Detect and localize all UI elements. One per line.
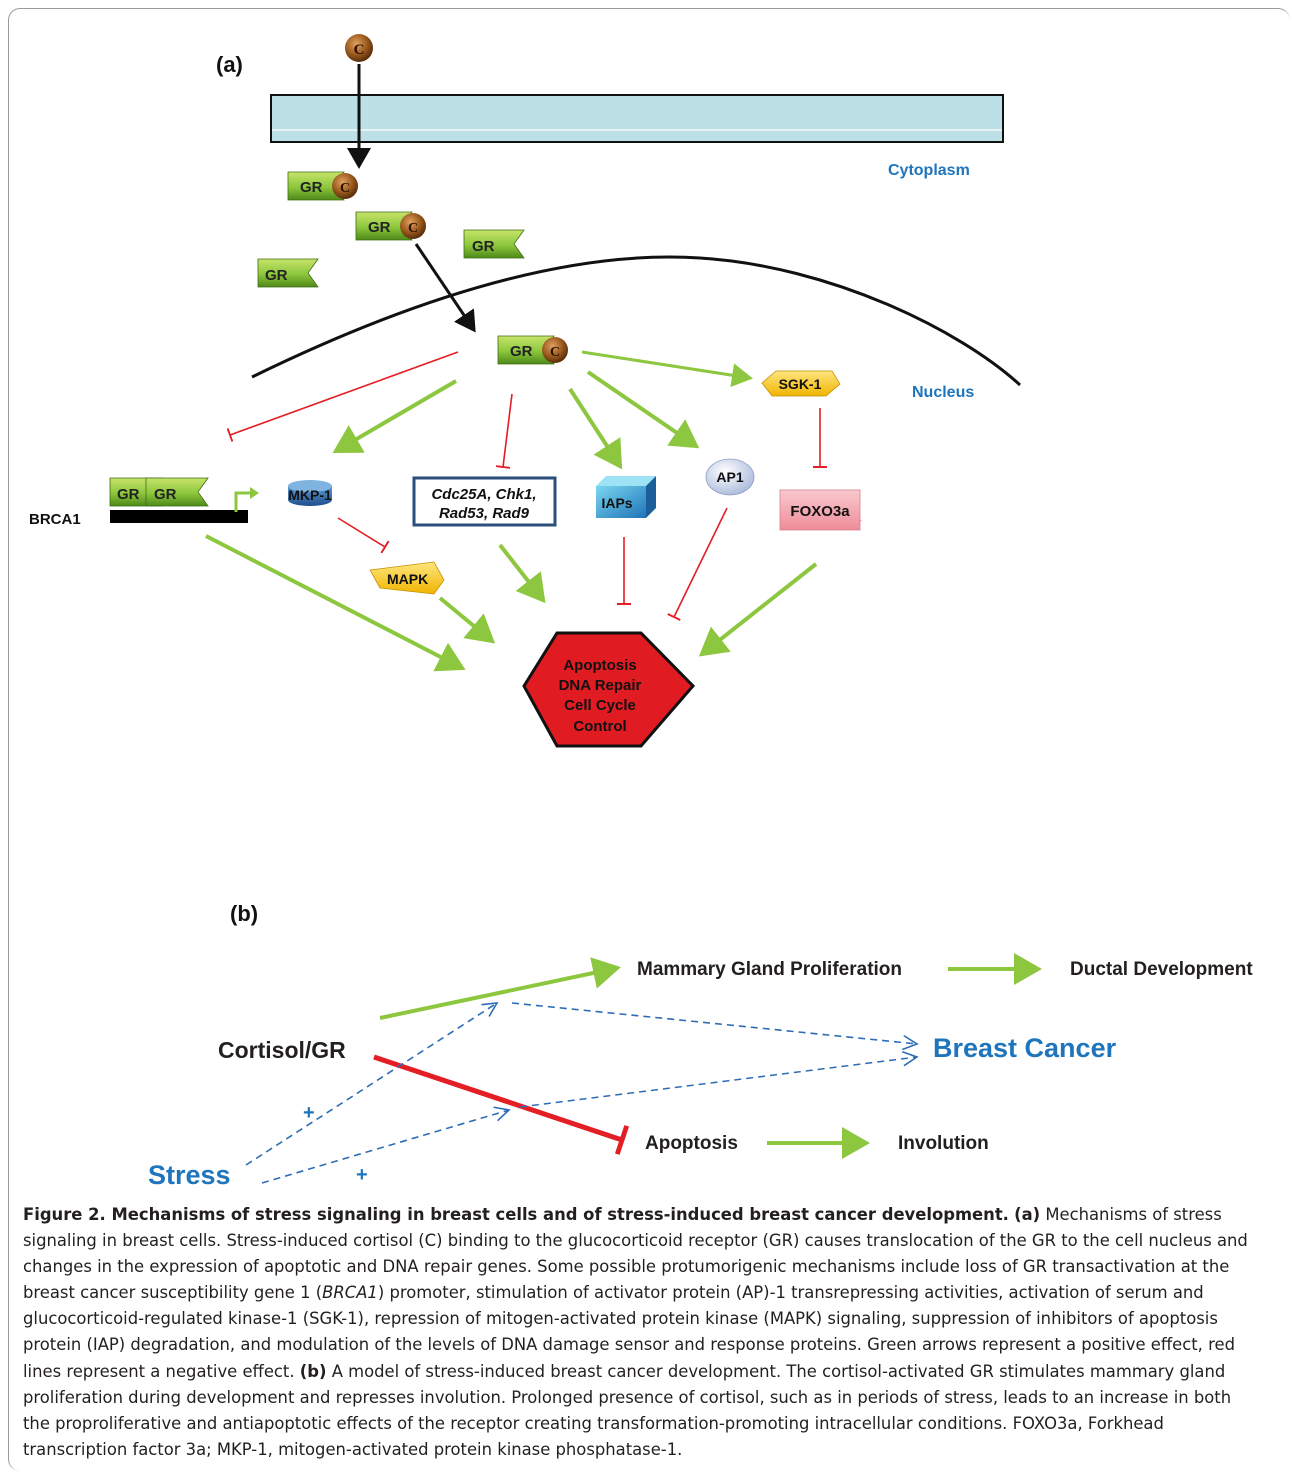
activate-foxo3a-outcome xyxy=(698,562,818,657)
svg-text:GR: GR xyxy=(154,486,177,503)
sgk1-node: SGK-1 xyxy=(761,370,841,397)
activate-mapk-outcome xyxy=(438,596,496,644)
panel-a-label: (a) xyxy=(216,52,243,77)
inhibit-ap1-outcome xyxy=(667,507,728,621)
caption-b-text: A model of stress-induced breast cancer … xyxy=(23,1361,1232,1459)
svg-text:C: C xyxy=(408,221,418,236)
inhibit-gr-brca1 xyxy=(226,351,459,442)
svg-text:MAPK: MAPK xyxy=(387,571,428,587)
svg-text:GR: GR xyxy=(510,343,533,360)
nuclear-envelope xyxy=(251,255,1022,387)
gr-cortisol-complex-nucleus: GR C xyxy=(497,335,568,365)
svg-text:Cdc25A, Chk1,: Cdc25A, Chk1, xyxy=(431,486,536,503)
figure-caption: Figure 2. Mechanisms of stress signaling… xyxy=(23,1202,1253,1463)
gr-cortisol-complex-1: GR C xyxy=(287,171,358,201)
plus-sign-lower: + xyxy=(356,1164,368,1186)
cellular-outcome-hexagon: Apoptosis DNA Repair Cell Cycle Control xyxy=(522,631,696,748)
free-gr-receptor-1: GR xyxy=(463,229,525,259)
caption-a-text-2: ) promoter, stimulation of activator pro… xyxy=(23,1283,1235,1381)
svg-text:Control: Control xyxy=(573,718,626,735)
mammary-proliferation-label: Mammary Gland Proliferation xyxy=(637,959,902,980)
ap1-node: AP1 xyxy=(705,458,755,496)
svg-text:C: C xyxy=(340,181,350,196)
svg-text:GR: GR xyxy=(368,219,391,236)
iaps-node: IAPs xyxy=(596,476,656,518)
caption-a-label: (a) xyxy=(1014,1205,1041,1224)
svg-text:GR: GR xyxy=(117,486,140,503)
svg-text:MKP-1: MKP-1 xyxy=(288,487,332,503)
svg-text:GR: GR xyxy=(300,179,323,196)
inhibit-mkp1-mapk xyxy=(337,517,390,554)
mapk-node: MAPK xyxy=(369,561,445,595)
stress-label: Stress xyxy=(148,1160,231,1190)
activate-brca1-outcome xyxy=(205,534,466,672)
svg-text:AP1: AP1 xyxy=(716,469,743,485)
dashed-stress-apoptosis xyxy=(261,1106,511,1184)
activate-dnadamage-outcome xyxy=(498,543,546,604)
svg-text:Cell Cycle: Cell Cycle xyxy=(564,697,636,714)
gr-cortisol-complex-2: GR C xyxy=(355,211,426,241)
caption-a-text-1: Mechanisms of stress signaling in breast… xyxy=(23,1205,1248,1303)
involution-label: Involution xyxy=(898,1133,989,1154)
free-gr-receptor-2: GR xyxy=(257,258,319,288)
activate-gr-sgk1 xyxy=(581,350,753,388)
cell-membrane xyxy=(270,94,1004,143)
inhibit-gr-apoptosis xyxy=(373,1054,630,1156)
svg-text:Apoptosis: Apoptosis xyxy=(563,657,636,674)
ductal-development-label: Ductal Development xyxy=(1070,959,1253,980)
dashed-stress-mammary xyxy=(245,1002,499,1166)
svg-text:FOXO3a: FOXO3a xyxy=(790,503,850,520)
inhibit-gr-dna-damage xyxy=(495,393,513,469)
caption-a-italic: BRCA1 xyxy=(322,1283,378,1303)
translocation-arrow-nucleus xyxy=(414,243,476,333)
activate-gr-ap1 xyxy=(586,370,700,449)
nucleus-label: Nucleus xyxy=(912,384,974,401)
svg-text:GR: GR xyxy=(265,267,288,284)
svg-text:Rad53, Rad9: Rad53, Rad9 xyxy=(439,505,530,522)
dashed-apoptosis-cancer xyxy=(519,1051,919,1108)
arrow-gr-mammary xyxy=(379,957,621,1020)
caption-title: Figure 2. Mechanisms of stress signaling… xyxy=(23,1205,1009,1224)
svg-text:IAPs: IAPs xyxy=(601,495,632,511)
svg-text:SGK-1: SGK-1 xyxy=(779,376,822,392)
plus-sign-upper: + xyxy=(303,1102,315,1124)
brca1-label: BRCA1 xyxy=(29,511,81,528)
svg-text:C: C xyxy=(354,42,365,58)
dna-damage-genes-box: Cdc25A, Chk1, Rad53, Rad9 xyxy=(412,476,557,527)
brca1-promoter: GR GR xyxy=(109,477,259,523)
activate-gr-iaps xyxy=(568,387,623,470)
svg-text:DNA Repair: DNA Repair xyxy=(559,677,642,694)
caption-b-label: (b) xyxy=(299,1361,327,1381)
foxo3a-node: FOXO3a xyxy=(779,489,862,531)
activate-gr-mkp1 xyxy=(332,379,458,454)
mkp1-node: MKP-1 xyxy=(288,480,332,506)
figure-diagram: (a) Cytoplasm C GR C GR C GR GR Nucleus xyxy=(29,34,1253,1190)
svg-text:C: C xyxy=(550,345,560,360)
cortisol-molecule: C xyxy=(345,34,373,62)
svg-text:GR: GR xyxy=(472,238,495,255)
cytoplasm-label: Cytoplasm xyxy=(888,162,970,179)
dashed-mammary-cancer xyxy=(511,1002,919,1051)
breast-cancer-label: Breast Cancer xyxy=(933,1033,1117,1063)
apoptosis-b-label: Apoptosis xyxy=(645,1133,738,1154)
panel-b-label: (b) xyxy=(230,901,258,926)
cortisol-gr-label: Cortisol/GR xyxy=(218,1037,346,1063)
figure-frame xyxy=(8,8,1290,1471)
